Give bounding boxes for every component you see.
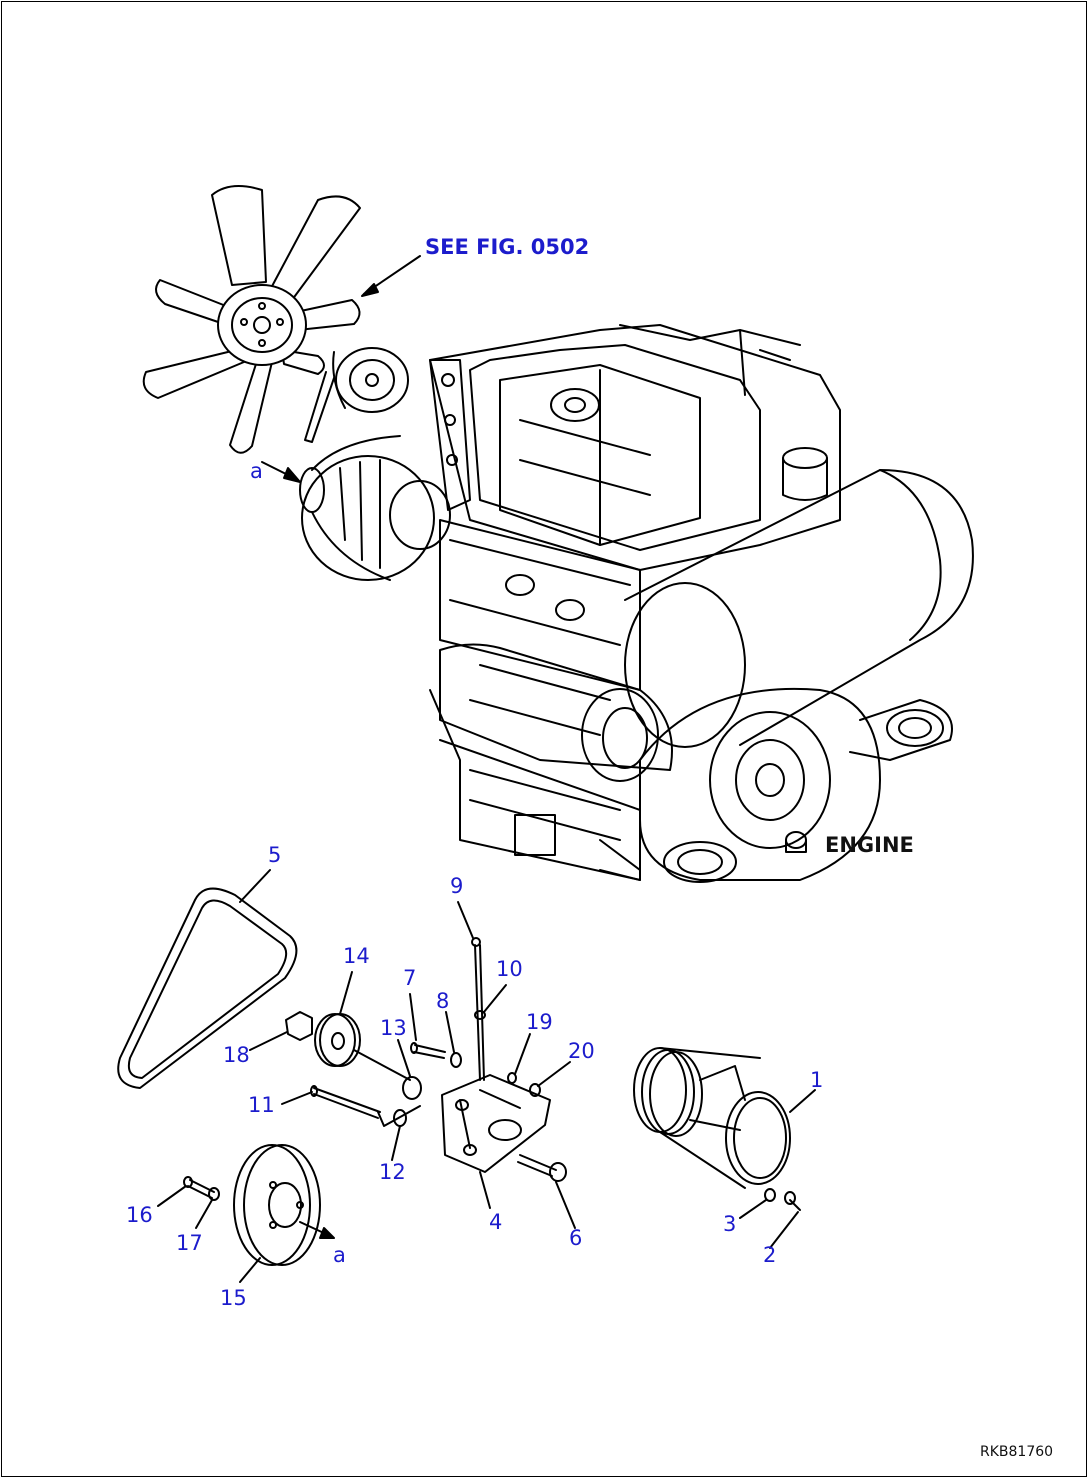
see-fig-reference: SEE FIG. 0502	[425, 235, 590, 259]
part-label-7: 7	[403, 966, 417, 990]
part-label-20: 20	[568, 1039, 595, 1063]
part-label-6: 6	[569, 1226, 583, 1250]
view-marker-a-lower: a	[333, 1243, 346, 1267]
view-marker-a: a	[250, 459, 263, 483]
part-label-5: 5	[268, 843, 282, 867]
part-label-13: 13	[380, 1016, 407, 1040]
part-label-18: 18	[223, 1043, 250, 1067]
part-label-2: 2	[763, 1243, 777, 1267]
part-label-3: 3	[723, 1212, 737, 1236]
part-label-11: 11	[248, 1093, 275, 1117]
part-label-14: 14	[343, 944, 370, 968]
part-label-10: 10	[496, 957, 523, 981]
part-label-19: 19	[526, 1010, 553, 1034]
engine-assembly	[261, 324, 974, 883]
part-label-8: 8	[436, 989, 450, 1013]
air-conditioner-compressor-1	[633, 1047, 816, 1189]
part-label-17: 17	[176, 1231, 203, 1255]
part-label-4: 4	[489, 1210, 503, 1234]
engine-label: ENGINE	[825, 833, 914, 857]
part-label-16: 16	[126, 1203, 153, 1227]
part-label-1: 1	[810, 1068, 824, 1092]
part-label-15: 15	[220, 1286, 247, 1310]
part-label-12: 12	[379, 1160, 406, 1184]
part-label-9: 9	[450, 874, 464, 898]
v-belt	[117, 887, 298, 1089]
drawing-code: RKB81760	[980, 1444, 1054, 1460]
nut-18	[285, 1011, 313, 1041]
fan	[142, 185, 361, 454]
crank-pulley-15	[233, 1144, 311, 1266]
bracket-4	[441, 1074, 551, 1173]
